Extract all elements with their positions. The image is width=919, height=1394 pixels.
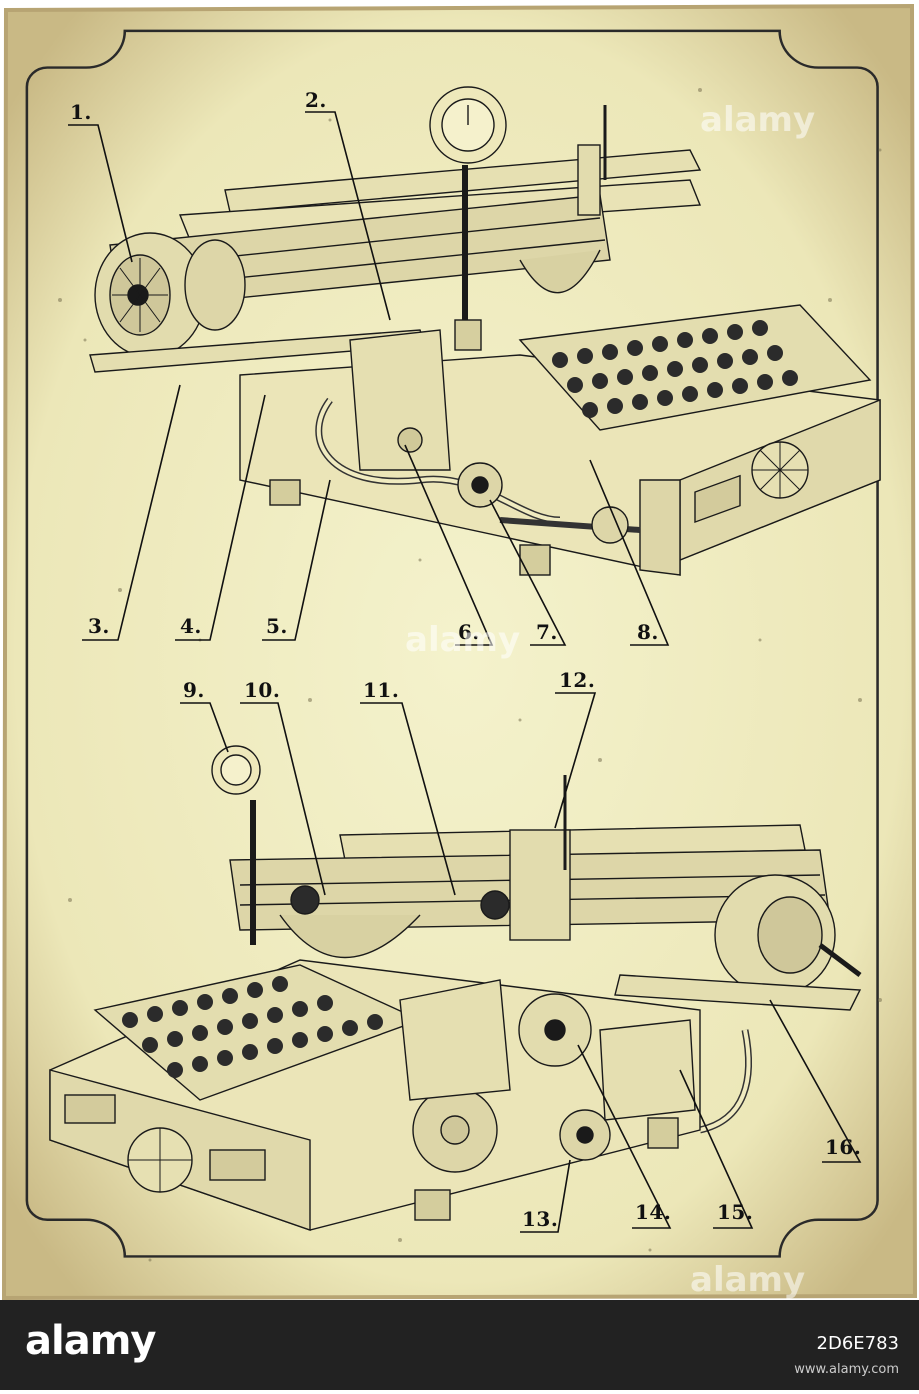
callout-label-13: 13.	[522, 1207, 559, 1231]
watermark-logo-bottom: alamy	[690, 1260, 806, 1300]
typewriter-bottom	[49, 745, 862, 1231]
watermark-bar: alamy 2D6E783 www.alamy.com	[0, 1300, 919, 1390]
watermark-logo-top: alamy	[700, 100, 816, 140]
callout-label-6: 6.	[458, 620, 480, 644]
callout-label-8: 8.	[637, 620, 659, 644]
callout-label-4: 4.	[180, 614, 202, 638]
callout-label-10: 10.	[244, 678, 281, 702]
callout-label-2: 2.	[305, 88, 327, 112]
leader-lines	[68, 111, 862, 1233]
callout-label-7: 7.	[536, 620, 558, 644]
watermark-url: www.alamy.com	[794, 1362, 899, 1377]
callout-label-3: 3.	[88, 614, 110, 638]
image-id: 2D6E783	[816, 1333, 900, 1354]
callout-label-11: 11.	[363, 678, 400, 702]
callout-label-15: 15.	[717, 1200, 754, 1224]
callout-label-9: 9.	[183, 678, 205, 702]
frame-border	[25, 29, 879, 1258]
callout-label-1: 1.	[70, 100, 92, 124]
callout-label-14: 14.	[635, 1200, 672, 1224]
callout-label-16: 16.	[825, 1135, 862, 1159]
watermark-logo-middle: alamy	[405, 620, 521, 660]
callout-label-12: 12.	[559, 668, 596, 692]
watermark-logo: alamy	[25, 1318, 156, 1364]
callout-label-5: 5.	[266, 614, 288, 638]
